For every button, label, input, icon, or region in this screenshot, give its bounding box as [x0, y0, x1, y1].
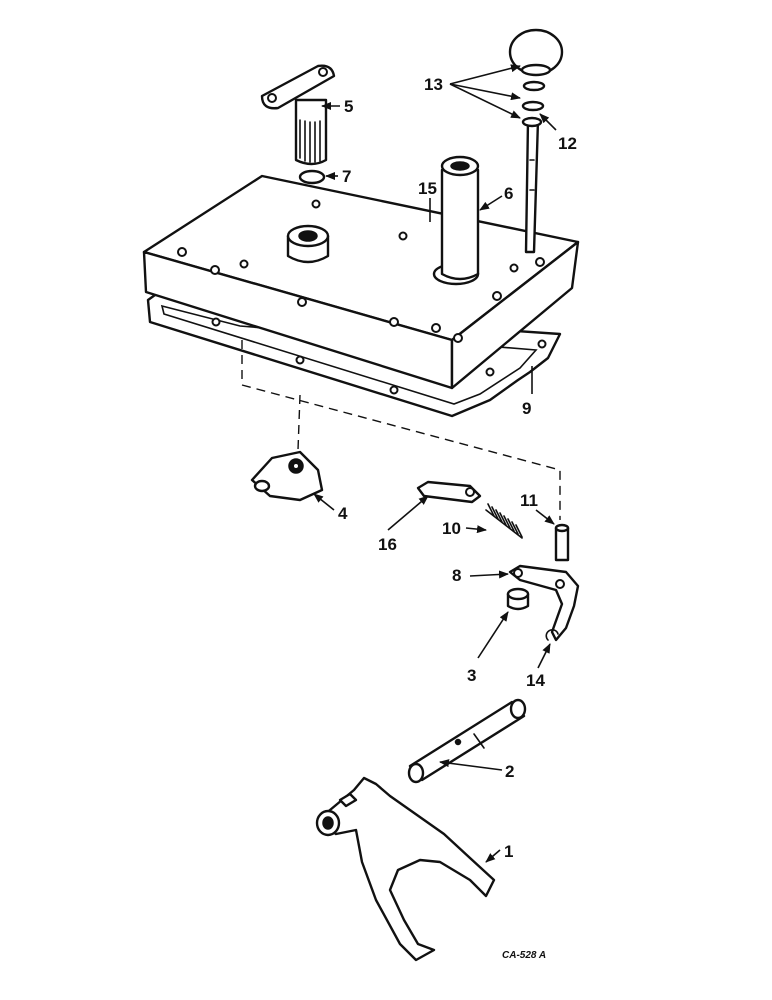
detent-part-16 — [416, 480, 482, 504]
callout-4: 4 — [338, 504, 348, 523]
callout-14: 14 — [526, 671, 545, 690]
callout-8: 8 — [452, 566, 461, 585]
callout-16: 16 — [378, 535, 397, 554]
figure-reference-code: CA-528 A — [502, 950, 546, 961]
callout-11: 11 — [520, 491, 538, 510]
callout-6: 6 — [504, 184, 513, 203]
washer-part-13a — [522, 80, 546, 92]
tube-part-6 — [440, 155, 480, 281]
roller-part-3 — [506, 587, 530, 611]
shift-fork-part-1 — [315, 776, 496, 962]
pin-part-11 — [554, 523, 570, 562]
shift-rod-part-2 — [407, 698, 527, 784]
spring-part-10 — [485, 503, 523, 539]
washer-part-13c — [521, 116, 543, 128]
callout-15: 15 — [418, 179, 437, 198]
shift-lever-part-8 — [508, 564, 580, 642]
clip-part-14 — [545, 628, 559, 641]
callout-10: 10 — [442, 519, 461, 538]
callout-3: 3 — [467, 666, 476, 685]
callout-5: 5 — [344, 97, 353, 116]
leader-lines — [313, 64, 557, 863]
callout-7: 7 — [342, 167, 351, 186]
washer-part-13b — [521, 100, 545, 112]
lever-part-5 — [260, 64, 336, 166]
callout-9: 9 — [522, 399, 531, 418]
callout-12: 12 — [558, 134, 577, 153]
callout-labels: 1 2 3 4 5 6 7 8 9 10 11 12 13 14 15 16 C… — [338, 75, 577, 961]
assembly-lines — [241, 340, 561, 520]
callout-13: 13 — [424, 75, 443, 94]
washer-part-7 — [298, 169, 326, 185]
lock-plate-part-4 — [250, 450, 324, 502]
callout-2: 2 — [505, 762, 514, 781]
shift-rod-assembly — [508, 28, 564, 254]
callout-1: 1 — [504, 842, 513, 861]
shifter-cover-plate — [142, 174, 580, 390]
